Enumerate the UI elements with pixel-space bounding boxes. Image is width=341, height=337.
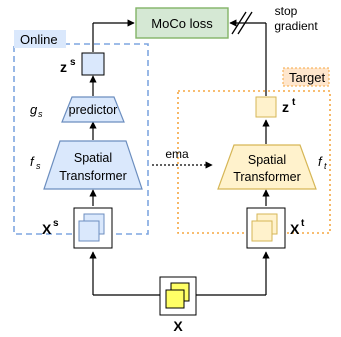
moco-loss-label: MoCo loss bbox=[151, 16, 213, 31]
zs-box bbox=[81, 52, 105, 76]
ft-label: f bbox=[318, 154, 323, 169]
fs-label: f bbox=[30, 154, 35, 169]
xt-sup: t bbox=[301, 218, 305, 229]
online-st-line1: Spatial bbox=[74, 151, 112, 165]
zt-sup: t bbox=[292, 97, 296, 108]
ft-sub: t bbox=[324, 161, 327, 171]
xs-sup: s bbox=[53, 218, 59, 229]
predictor-block bbox=[61, 96, 125, 123]
gs-sub: s bbox=[38, 109, 43, 119]
fs-sub: s bbox=[36, 161, 41, 171]
xt-label: X bbox=[290, 221, 300, 237]
online-region bbox=[13, 43, 149, 235]
gs-label: g bbox=[30, 102, 38, 117]
predictor-label: predictor bbox=[69, 103, 118, 117]
target-st-line1: Spatial bbox=[248, 153, 286, 167]
zt-label: z bbox=[282, 99, 289, 115]
stop-gradient-slash-1 bbox=[231, 11, 247, 35]
xs-label: X bbox=[42, 221, 52, 237]
online-tag: Online bbox=[20, 32, 58, 47]
target-st-line2: Transformer bbox=[233, 170, 301, 184]
online-spatial-transformer bbox=[43, 140, 143, 190]
xs-view-front bbox=[78, 220, 100, 242]
x-image-front bbox=[165, 289, 185, 309]
stop-gradient-line2: gradient bbox=[274, 19, 318, 33]
x-label: X bbox=[173, 318, 183, 334]
stop-gradient-slash-2 bbox=[237, 11, 253, 35]
zs-label: z bbox=[60, 59, 67, 75]
online-tag-box bbox=[14, 30, 66, 48]
zs-sup: s bbox=[70, 57, 76, 68]
stop-gradient-line1: stop bbox=[275, 4, 298, 18]
xt-view-front bbox=[251, 220, 273, 242]
zt-box bbox=[255, 96, 277, 118]
moco-loss-box bbox=[135, 7, 229, 39]
target-tag: Target bbox=[289, 70, 326, 85]
online-st-line2: Transformer bbox=[59, 169, 127, 183]
target-tag-box bbox=[282, 67, 330, 87]
ema-label: ema bbox=[165, 147, 189, 161]
target-spatial-transformer bbox=[217, 144, 317, 190]
